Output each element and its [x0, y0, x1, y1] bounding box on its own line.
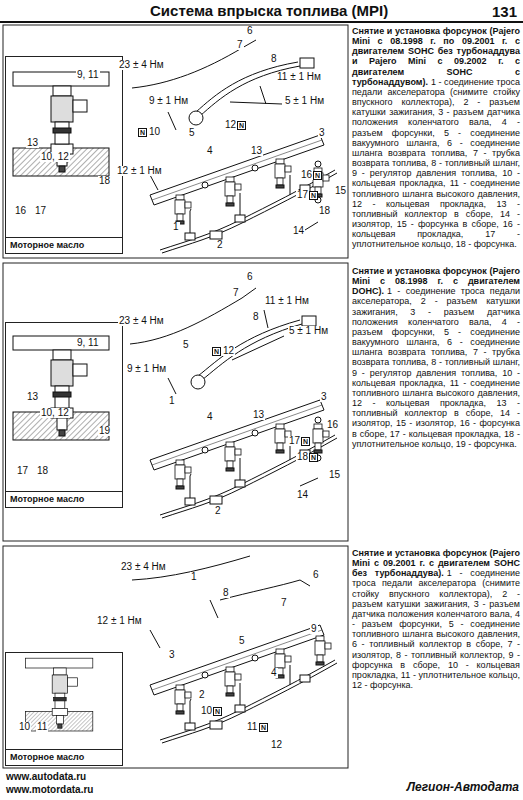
callout-number: 7 — [232, 288, 240, 298]
callout-number: 18 — [296, 452, 309, 462]
callout-number: 13 — [250, 146, 263, 156]
callout-number: 8 — [222, 588, 230, 598]
callout-number: 5 — [238, 636, 246, 646]
callout-number: 9 ± 1 Нм — [126, 364, 167, 374]
callout-number: 6 — [246, 272, 254, 282]
new-part-mark: N — [259, 723, 268, 732]
callout-number: 6 — [312, 570, 320, 580]
inset-frame: Моторное масло — [5, 652, 123, 766]
callout-number: 2 — [198, 690, 206, 700]
callout-number: 2 — [216, 240, 224, 250]
callout-number: 8 — [270, 54, 278, 64]
callout-number: 18 — [318, 206, 331, 216]
callout-number: 17 — [288, 436, 301, 446]
callout-number: 12 — [222, 346, 235, 356]
page-title: Система впрыска топлива (MPI) — [150, 3, 388, 18]
callout-number: 23 ± 4 Нм — [118, 60, 165, 70]
callout-number: 5 — [188, 128, 196, 138]
description-paragraph: Снятие и установка форсунок (Pajero Mini… — [352, 26, 520, 249]
callout-number: 6 — [246, 26, 254, 36]
callout-number: 12 — [224, 120, 237, 130]
callout-number: 10 — [200, 706, 213, 716]
callout-number: 5 — [182, 340, 190, 350]
callout-number: 4 — [270, 668, 278, 678]
callout-number: 11 ± 1 Нм — [264, 296, 310, 306]
description-paragraph: Снятие и установка форсунок (Pajero Mini… — [352, 266, 520, 449]
callout-number: 13 — [26, 392, 39, 402]
new-part-mark: N — [213, 707, 222, 716]
callout-number: 11 — [246, 722, 258, 732]
paragraph-body: 1 - соединение троса педали акселератора… — [352, 568, 520, 690]
callout-number: 18 — [98, 176, 111, 186]
inset-caption: Моторное масло — [6, 237, 122, 253]
callout-number: 3 — [318, 128, 326, 138]
callout-number: 3 — [320, 392, 328, 402]
callout-number: 12 — [270, 740, 283, 750]
callout-number: 1 — [168, 396, 176, 406]
callout-number: 9 ± 1 Нм — [148, 96, 189, 106]
new-part-mark: N — [309, 191, 318, 200]
callout-number: 18 — [36, 466, 49, 476]
callout-number: 17 — [296, 190, 309, 200]
paragraph-body: 1 - соединение троса педали акселератора… — [352, 286, 520, 448]
description-paragraph: Снятие и установка форсунок (Pajero Mini… — [352, 548, 520, 690]
callout-number: 3 — [168, 650, 176, 660]
callout-number: 16 — [300, 170, 313, 180]
callout-number: 10 — [148, 127, 161, 137]
new-part-mark: N — [212, 347, 221, 356]
callout-number: 13 — [26, 138, 39, 148]
callout-number: 15 — [334, 186, 347, 196]
callout-number: 4 — [206, 412, 214, 422]
footer-url: www.autodata.ru — [6, 772, 86, 782]
new-part-mark: N — [301, 437, 310, 446]
inset-caption: Моторное масло — [6, 749, 122, 765]
publisher-name: Легион-Автодата — [407, 781, 519, 793]
callout-number: 7 — [280, 598, 288, 608]
callout-number: 11 ± 1 Нм — [276, 72, 322, 82]
callout-number: 5 ± 1 Нм — [284, 96, 325, 106]
callout-number: 9, 11 — [76, 70, 100, 80]
callout-number: 10 — [18, 722, 31, 732]
callout-number: 23 ± 4 Нм — [118, 316, 165, 326]
callout-number: 10, 12 — [40, 152, 70, 162]
paragraph-body: 1 - соединение троса педали акселератора… — [352, 77, 520, 250]
new-part-mark: N — [237, 121, 246, 130]
callout-number: 7 — [236, 40, 244, 50]
footer-url: www.motordata.ru — [6, 785, 93, 795]
callout-number: 13 — [252, 410, 265, 420]
callout-number: 1 — [172, 222, 180, 232]
callout-number: 14 — [292, 226, 305, 236]
callout-number: 10, 12 — [40, 408, 70, 418]
callout-number: 16 — [14, 206, 27, 216]
callout-number: 9 — [310, 624, 318, 634]
callout-number: 23 ± 4 Нм — [120, 562, 167, 572]
callout-number: 8 — [252, 312, 260, 322]
page-number: 131 — [492, 4, 517, 19]
callout-number: 15 — [328, 470, 341, 480]
callout-number: 12 ± 1 Нм — [116, 166, 163, 176]
callout-number: 17 — [34, 206, 47, 216]
callout-number: 19 — [98, 426, 111, 436]
callout-number: 14 — [296, 490, 309, 500]
new-part-mark: N — [138, 128, 147, 137]
callout-number: 4 — [206, 146, 214, 156]
callout-number: 16 — [326, 420, 339, 430]
callout-number: 9, 11 — [76, 338, 100, 348]
callout-number: 2 — [214, 506, 222, 516]
callout-number: 11 — [36, 722, 48, 732]
new-part-mark: N — [309, 453, 318, 462]
callout-number: 17 — [16, 466, 29, 476]
callout-number: 1 — [190, 572, 198, 582]
inset-caption: Моторное масло — [6, 491, 122, 507]
new-part-mark: N — [313, 171, 322, 180]
callout-number: 5 ± 1 Нм — [288, 326, 329, 336]
callout-number: 12 ± 1 Нм — [96, 616, 143, 626]
